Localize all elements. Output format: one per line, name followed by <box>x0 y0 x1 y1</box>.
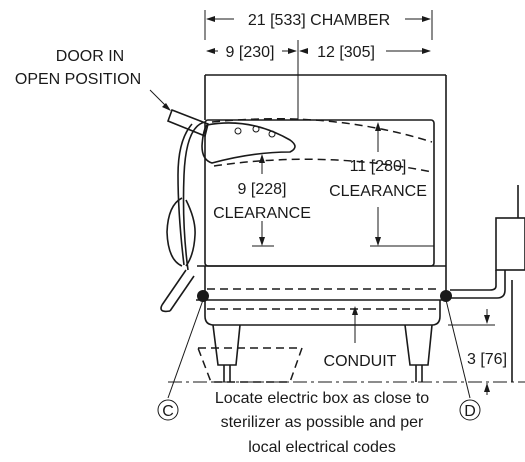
right-clearance-line2: CLEARANCE <box>329 183 427 200</box>
dashed-drip-tray <box>196 347 304 383</box>
right-clearance-line1: 11 [280] <box>350 158 407 175</box>
open-door <box>201 117 433 173</box>
door-hinge-handle <box>160 108 209 313</box>
marker-d: D <box>459 399 481 421</box>
door-label-line1: DOOR IN <box>56 48 124 65</box>
conduit-point-d <box>440 290 452 302</box>
marker-c: C <box>157 399 179 421</box>
installation-note: Locate electric box as close to steriliz… <box>215 390 429 456</box>
right-clearance-dimension: 11 [280] CLEARANCE <box>329 122 434 247</box>
span-dimensions: 9 [230] 12 [305] <box>206 40 431 120</box>
chamber-dimension: 21 [533] CHAMBER <box>204 10 433 40</box>
left-clearance-dimension: 9 [228] CLEARANCE <box>213 154 311 247</box>
leader-c <box>167 299 204 399</box>
left-span-label: 9 [230] <box>226 44 275 61</box>
conduit-callout: CONDUIT <box>324 306 397 370</box>
leader-d <box>445 299 471 399</box>
sterilizer-body <box>196 74 447 326</box>
left-clearance-line1: 9 [228] <box>238 181 287 198</box>
marker-c-label: C <box>162 403 174 420</box>
conduit-label: CONDUIT <box>324 353 397 370</box>
marker-d-label: D <box>464 403 476 420</box>
conduit-point-c <box>197 290 209 302</box>
note-line2: sterilizer as possible and per <box>221 414 424 431</box>
electric-box <box>450 185 525 382</box>
door-callout: DOOR IN OPEN POSITION <box>15 48 171 111</box>
chamber-width-label: 21 [533] CHAMBER <box>248 12 390 29</box>
conduit-drop-label: 3 [76] <box>467 351 507 368</box>
legs <box>212 324 433 382</box>
note-line1: Locate electric box as close to <box>215 390 429 407</box>
door-label-line2: OPEN POSITION <box>15 71 141 88</box>
left-clearance-line2: CLEARANCE <box>213 205 311 222</box>
conduit-drop-dimension: 3 [76] <box>448 309 507 395</box>
note-line3: local electrical codes <box>248 439 396 456</box>
right-span-label: 12 [305] <box>317 44 375 61</box>
